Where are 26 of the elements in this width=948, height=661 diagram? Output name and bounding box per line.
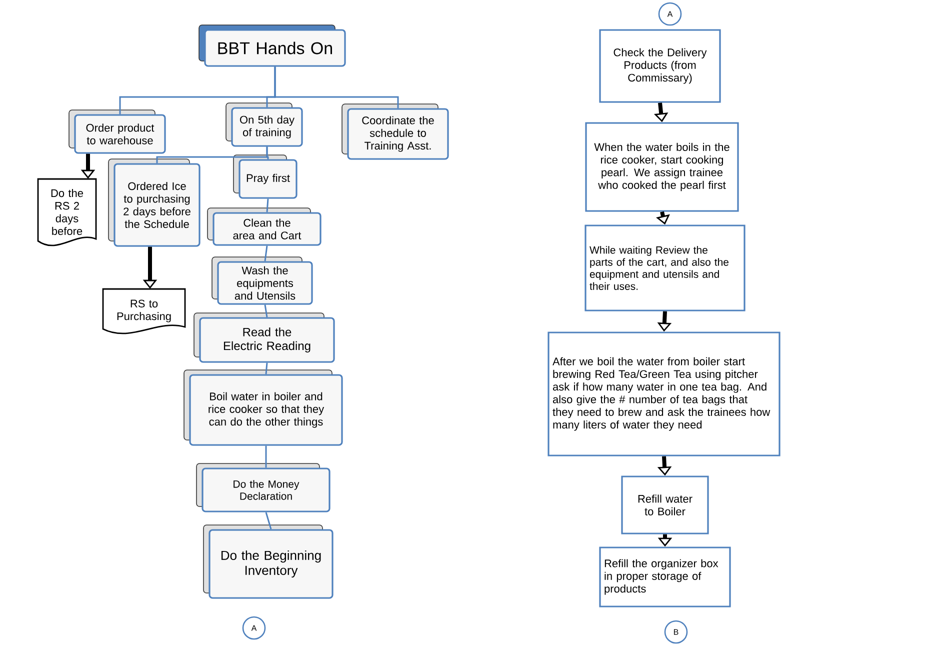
- connector-line: [266, 198, 269, 212]
- step-box: Clean the area and Cart: [207, 208, 322, 246]
- step-box: Wash the equipments and Utensils: [212, 256, 313, 305]
- connector-line: [264, 304, 268, 318]
- connector-line: [264, 246, 268, 262]
- step-box: Coordinate the schedule to Training Asst.: [342, 104, 449, 160]
- process-box: While waiting Review the parts of the cart, and also the equipment and utensils and their uses.: [584, 224, 746, 312]
- connector-line: [265, 446, 267, 468]
- connector-line: [274, 66, 399, 108]
- connector-line: [265, 362, 268, 374]
- step-box: Do the Money Declaration: [196, 463, 330, 512]
- step-box: Read the Electric Reading: [194, 312, 335, 363]
- connector-line: [266, 146, 269, 160]
- step-box: Order product to warehouse: [68, 110, 166, 154]
- step-box: Ordered Ice to purchasing 2 days before the Schedule: [108, 158, 200, 247]
- connector-line: [265, 512, 272, 530]
- step-box: Boil water in boiler and rice cooker so that they can do the other things: [184, 370, 343, 446]
- step-box: Pray first: [233, 154, 298, 199]
- process-box: Refill water to Boiler: [621, 476, 709, 534]
- process-box: When the water boils in the rice cooker, start cooking pearl. We assign trainee who cooked the pearl first: [585, 122, 739, 212]
- step-box: Do the Beginning Inventory: [203, 524, 334, 599]
- title-box: BBT Hands On: [198, 24, 346, 67]
- process-box: After we boil the water from boiler start brewing Red Tea/Green Tea using pitcher ask if how many water in one tea bag. And also give the # number of tea bags that they need to brew and ask the trainees how many liters of water they need: [548, 332, 780, 456]
- process-box: Check the Delivery Products (from Commissary): [599, 29, 721, 103]
- process-box: Refill the organizer box in proper storage of products: [599, 546, 731, 608]
- step-box: On 5th day of training: [226, 102, 303, 147]
